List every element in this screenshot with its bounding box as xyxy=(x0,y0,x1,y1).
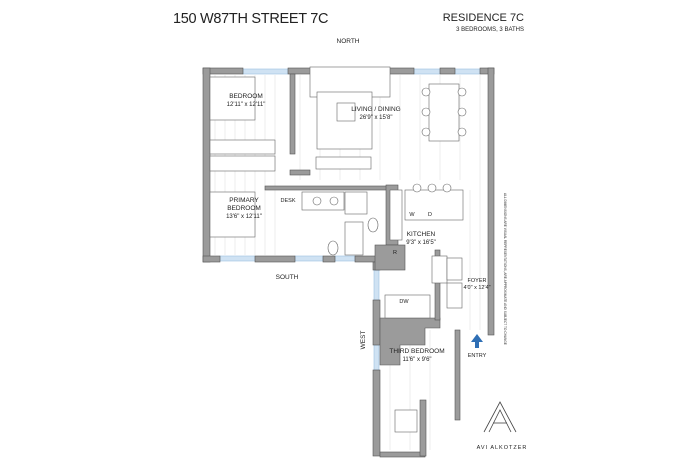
kitchen-island xyxy=(404,189,464,221)
disclaimer: ALL DIMENSIONS ARE VISUAL REPRESENTATION… xyxy=(503,193,507,345)
range xyxy=(431,255,448,284)
closet xyxy=(209,155,276,172)
coffee-table xyxy=(336,102,356,122)
compass-south: SOUTH xyxy=(275,274,299,281)
shower xyxy=(344,191,368,215)
entry-label: ENTRY xyxy=(467,353,487,359)
vanity xyxy=(301,191,345,211)
entry-arrow-icon xyxy=(471,334,483,348)
residence-summary: 3 BEDROOMS, 3 BATHS xyxy=(456,27,524,33)
toilet xyxy=(327,240,339,256)
toilet xyxy=(367,217,379,233)
walls xyxy=(202,67,495,458)
dryer-label: D xyxy=(428,212,432,218)
brand-name: AVI ALKOTZER xyxy=(476,445,528,451)
furniture xyxy=(209,66,467,433)
compass-north: NORTH xyxy=(336,38,360,45)
counter xyxy=(384,294,431,319)
compass-west: WEST xyxy=(360,330,367,350)
room-desk: DESK xyxy=(280,198,296,204)
refrigerator-label: R xyxy=(393,250,397,256)
dining-table xyxy=(428,83,460,142)
bedroom-bed xyxy=(209,76,256,121)
shower xyxy=(394,409,418,433)
closet xyxy=(446,282,463,309)
primary-bed xyxy=(209,191,256,238)
dishwasher-label: DW xyxy=(399,299,409,305)
bathtub xyxy=(344,221,364,256)
closet xyxy=(209,139,276,155)
washer-label: W xyxy=(409,212,415,218)
closet xyxy=(446,257,463,281)
media-console xyxy=(315,156,372,170)
residence-label: RESIDENCE 7C xyxy=(442,12,524,24)
plan-title: 150 W87TH STREET 7C xyxy=(173,11,329,27)
brand-logo-icon xyxy=(483,401,517,433)
sink-counter xyxy=(389,189,403,241)
